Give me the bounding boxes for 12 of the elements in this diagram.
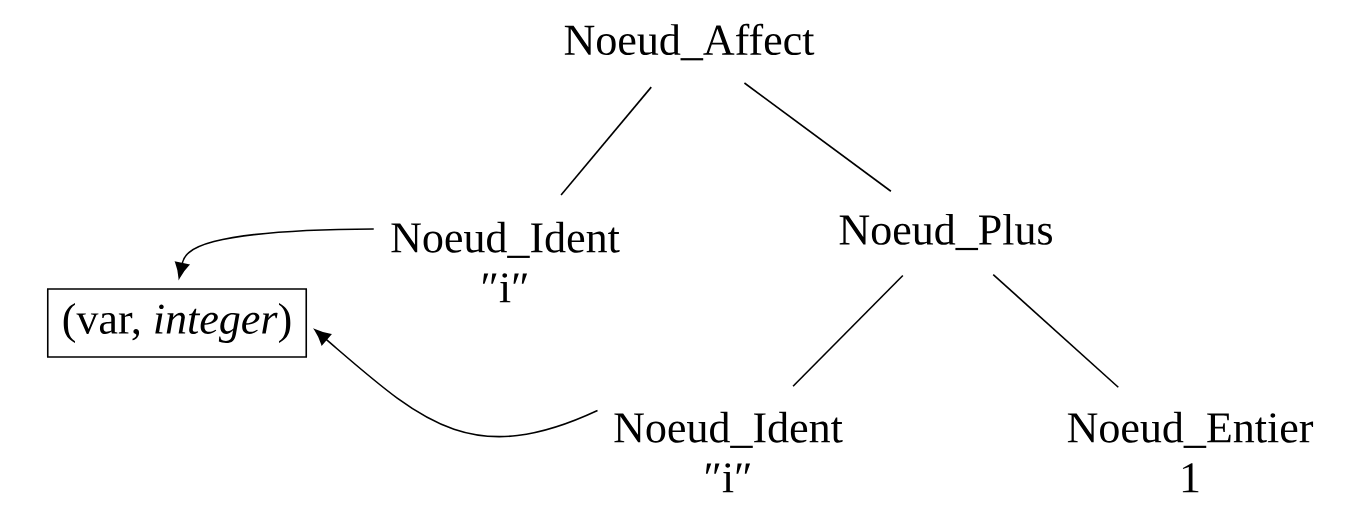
tree-line: [743, 82, 892, 193]
tree-line: [792, 274, 904, 388]
curved-arrow: [314, 329, 599, 438]
type-box: (var, integer): [46, 288, 308, 358]
tree-node-label: Noeud_Ident ″i″: [391, 221, 620, 303]
curved-arrow: [175, 228, 375, 279]
tree-node-label: Noeud_Affect: [564, 23, 815, 61]
tree-line: [560, 86, 653, 196]
tree-node-label: Noeud_Plus: [839, 213, 1052, 251]
tree-node-label: Noeud_Ident ″i″: [614, 411, 843, 493]
tree-line: [992, 273, 1120, 389]
tree-node-label: Noeud_Entier 1: [1067, 411, 1314, 493]
